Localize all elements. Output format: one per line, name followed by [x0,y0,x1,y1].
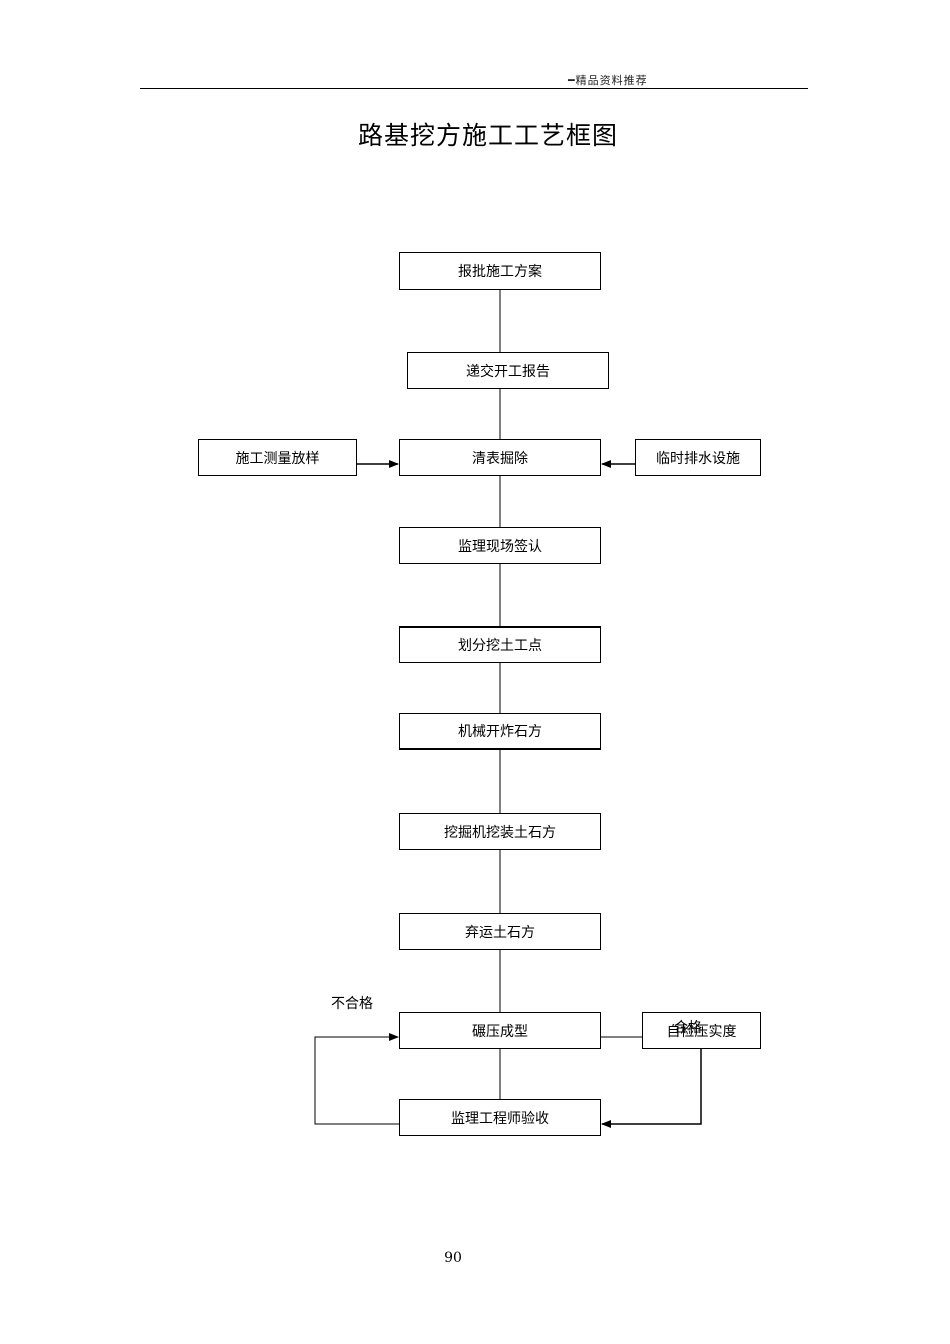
node-excavator-loading: 挖掘机挖装土石方 [399,813,601,850]
label-fail: 不合格 [331,996,373,1012]
node-supervisor-signoff: 监理现场签认 [399,527,601,564]
node-self-check: 自检压实度 [642,1012,761,1049]
node-haul: 弃运土石方 [399,913,601,950]
connector-check-to-acceptance [601,1049,702,1128]
page-title: 路基挖方施工工艺框图 [357,121,618,150]
connector-fail-loop [314,1033,399,1125]
header-rule [140,88,808,89]
node-clear-surface: 清表掘除 [399,439,601,476]
node-approve-plan: 报批施工方案 [399,252,601,290]
node-engineer-acceptance: 监理工程师验收 [399,1099,601,1136]
node-divide-points: 划分挖土工点 [399,626,601,663]
label-pass: 合格 [674,1020,702,1036]
page-number: 90 [444,1250,462,1266]
node-submit-report: 递交开工报告 [407,352,609,389]
node-compaction: 碾压成型 [399,1012,601,1049]
node-drainage: 临时排水设施 [635,439,761,476]
node-blasting: 机械开炸石方 [399,713,601,750]
node-survey: 施工测量放样 [198,439,357,476]
header-mark: ━精品资料推荐 [568,74,648,87]
